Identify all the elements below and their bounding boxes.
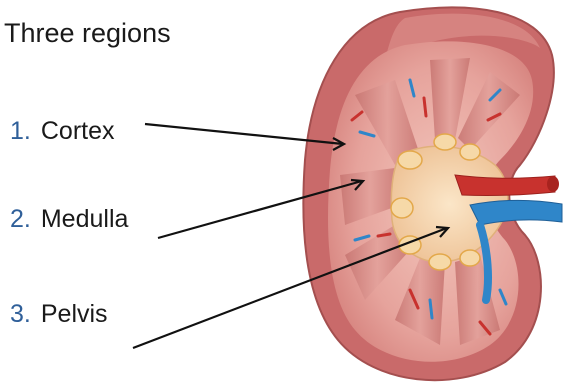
renal-artery: [455, 175, 555, 196]
artery-opening: [547, 176, 559, 192]
